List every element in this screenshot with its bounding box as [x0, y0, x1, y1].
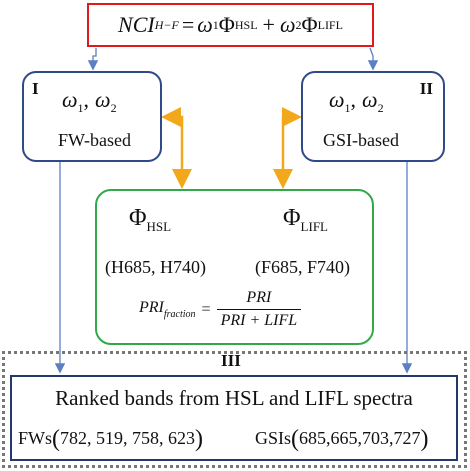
fw-ranked-list: FWs(782, 519, 758, 623)	[18, 426, 204, 452]
phi-hsl-term: ΦHSL	[129, 205, 172, 234]
omega-2-sub: 2	[295, 17, 302, 32]
hsl-bands: (H685, H740)	[105, 257, 206, 277]
numeral-iii: III	[221, 351, 241, 370]
gsi-based-label: GSI-based	[323, 130, 399, 150]
ranked-bands-box: Ranked bands from HSL and LIFL spectra F…	[10, 375, 458, 461]
phi-lifl-sub: LIFL	[317, 17, 343, 32]
phi-components-box: ΦHSL ΦLIFL (H685, H740) (F685, F740) PRI…	[95, 189, 374, 345]
gsi-weights: ω1,ω2	[329, 87, 384, 115]
phi-lifl-term: ΦLIFL	[283, 205, 328, 234]
gsi-ranked-list: GSIs(685,665,703,727)	[255, 426, 429, 452]
fw-based-label: FW-based	[58, 130, 131, 150]
numeral-ii: II	[419, 79, 433, 98]
ranked-bands-title: Ranked bands from HSL and LIFL spectra	[55, 386, 413, 410]
arrow-box-ii-middle	[273, 107, 302, 189]
arrow-box-i-middle	[161, 107, 192, 189]
plus-sign: +	[262, 12, 275, 37]
pri-fraction-formula: PRIfraction = PRI PRI + LIFL	[139, 289, 302, 330]
equals-sign: =	[181, 12, 195, 37]
omega-1-sub: 1	[212, 17, 219, 32]
fw-weights-box: I ω1,ω2 FW-based	[22, 71, 162, 162]
fw-weights: ω1,ω2	[62, 87, 117, 115]
phi-hsl-sub: HSL	[234, 17, 258, 32]
lifl-bands: (F685, F740)	[255, 257, 351, 277]
phi-hsl: Φ	[218, 12, 235, 37]
nci-symbol: NCI	[118, 12, 155, 37]
phi-lifl: Φ	[301, 12, 318, 37]
omega-1: ω	[197, 12, 213, 37]
section-iii-frame	[2, 351, 467, 468]
gsi-weights-box: II ω1,ω2 GSI-based	[301, 71, 445, 162]
arrow-eq-to-box-ii	[367, 47, 379, 71]
omega-2: ω	[279, 12, 296, 37]
arrow-eq-to-box-i	[87, 48, 99, 71]
numeral-i: I	[32, 79, 39, 98]
nci-subscript: H−F	[154, 17, 179, 32]
